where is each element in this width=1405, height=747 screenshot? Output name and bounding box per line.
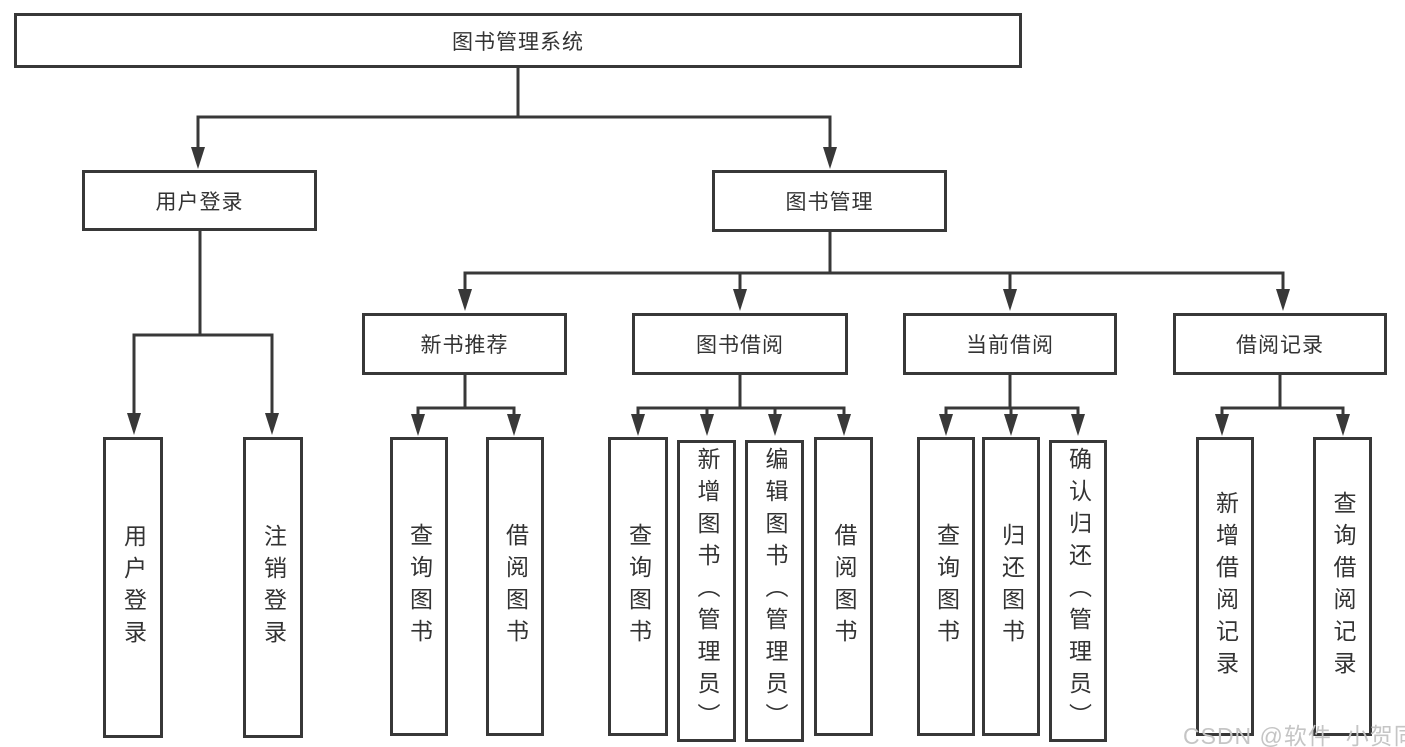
leaf-query-books-current: 查询图书 (917, 437, 975, 736)
node-user-login: 用户登录 (82, 170, 317, 231)
leaf-user-login: 用户登录 (103, 437, 163, 738)
node-user-login-label: 用户登录 (155, 190, 244, 214)
leaf-borrow-books-recommend: 借阅图书 (486, 437, 544, 736)
leaf-borrow-books: 借阅图书 (814, 437, 873, 736)
node-current-borrow: 当前借阅 (903, 313, 1117, 375)
leaf-query-books-borrow: 查询图书 (608, 437, 668, 736)
leaf-query-borrow-record: 查询借阅记录 (1313, 437, 1372, 736)
leaf-add-book-admin: 新增图书（管理员） (677, 440, 736, 742)
node-borrow-records-label: 借阅记录 (1236, 334, 1324, 357)
node-borrow-records: 借阅记录 (1173, 313, 1387, 375)
leaf-logout: 注销登录 (243, 437, 303, 738)
leaf-return-books-label: 归还图书 (998, 522, 1025, 651)
node-book-management: 图书管理 (712, 170, 947, 232)
leaf-edit-book-admin: 编辑图书（管理员） (745, 440, 804, 742)
csdn-watermark: CSDN @软件_小贺同学 (1183, 723, 1405, 747)
node-book-borrow-label: 图书借阅 (696, 334, 784, 357)
leaf-query-books-recommend-label: 查询图书 (406, 522, 433, 651)
leaf-query-books-current-label: 查询图书 (933, 522, 960, 651)
leaf-borrow-books-recommend-label: 借阅图书 (502, 522, 529, 651)
leaf-confirm-return-admin: 确认归还（管理员） (1049, 440, 1107, 742)
leaf-query-books-borrow-label: 查询图书 (625, 522, 652, 651)
node-book-management-label: 图书管理 (785, 191, 874, 214)
leaf-user-login-label: 用户登录 (120, 523, 147, 652)
leaf-logout-label: 注销登录 (260, 523, 287, 652)
leaf-add-borrow-record: 新增借阅记录 (1196, 437, 1254, 736)
node-new-book-recommend-label: 新书推荐 (420, 334, 509, 357)
node-current-borrow-label: 当前借阅 (966, 334, 1054, 357)
arrowhead-group (127, 147, 1350, 436)
leaf-add-borrow-record-label: 新增借阅记录 (1212, 490, 1239, 683)
node-root: 图书管理系统 (14, 13, 1022, 68)
node-root-label: 图书管理系统 (452, 30, 584, 54)
leaf-return-books: 归还图书 (982, 437, 1040, 736)
leaf-edit-book-admin-label: 编辑图书（管理员） (762, 447, 788, 735)
node-book-borrow: 图书借阅 (632, 313, 848, 375)
leaf-borrow-books-label: 借阅图书 (831, 522, 857, 651)
leaf-confirm-return-admin-label: 确认归还（管理员） (1065, 447, 1092, 735)
node-new-book-recommend: 新书推荐 (362, 313, 567, 375)
leaf-add-book-admin-label: 新增图书（管理员） (694, 447, 720, 735)
leaf-query-borrow-record-label: 查询借阅记录 (1330, 490, 1356, 683)
leaf-query-books-recommend: 查询图书 (390, 437, 448, 736)
